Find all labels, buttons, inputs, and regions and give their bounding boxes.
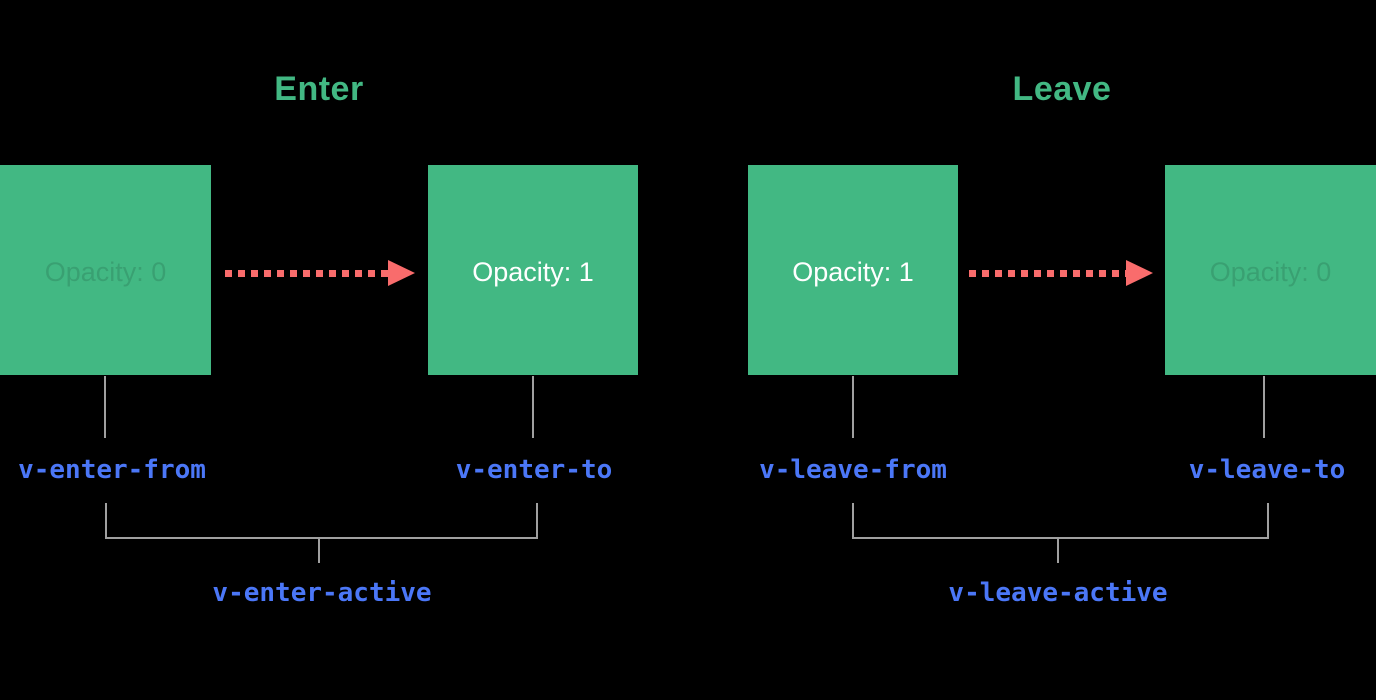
leave-to-box: Opacity: 0 — [1165, 165, 1376, 375]
leave-to-class-label: v-leave-to — [1188, 455, 1346, 485]
enter-from-box-label: Opacity: 0 — [44, 256, 167, 287]
leave-transition-arrow-head-icon — [1126, 260, 1153, 286]
enter-from-class-label: v-enter-from — [18, 455, 206, 485]
leave-to-connector-line — [1263, 376, 1265, 438]
leave-to-box-label: Opacity: 0 — [1209, 256, 1332, 287]
enter-transition-arrow-head-icon — [388, 260, 415, 286]
leave-from-connector-line — [852, 376, 854, 438]
leave-from-box: Opacity: 1 — [748, 165, 958, 375]
leave-from-box-label: Opacity: 1 — [792, 256, 914, 287]
enter-to-connector-line — [532, 376, 534, 438]
leave-active-bracket-stem — [1057, 537, 1059, 563]
enter-to-class-label: v-enter-to — [455, 455, 613, 485]
enter-to-box-label: Opacity: 1 — [472, 256, 594, 287]
enter-active-class-label: v-enter-active — [212, 578, 432, 608]
leave-from-class-label: v-leave-from — [759, 455, 947, 485]
enter-to-box: Opacity: 1 — [428, 165, 638, 375]
enter-from-box: Opacity: 0 — [0, 165, 211, 375]
enter-active-bracket — [105, 503, 538, 539]
enter-from-connector-line — [104, 376, 106, 438]
enter-active-bracket-stem — [318, 537, 320, 563]
leave-active-bracket — [852, 503, 1269, 539]
enter-section-title: Enter — [274, 70, 364, 108]
leave-transition-arrow-line — [969, 270, 1126, 277]
leave-section-title: Leave — [1012, 70, 1112, 108]
enter-transition-arrow-line — [225, 270, 388, 277]
leave-active-class-label: v-leave-active — [948, 578, 1168, 608]
